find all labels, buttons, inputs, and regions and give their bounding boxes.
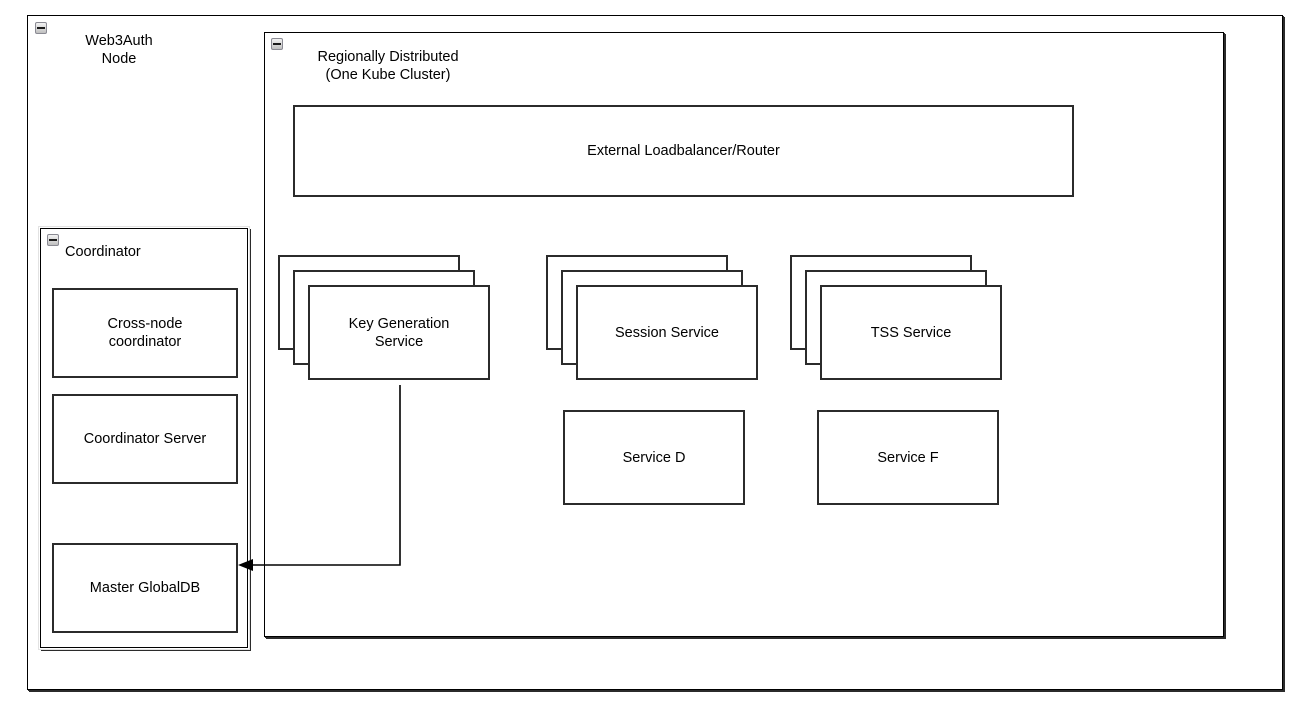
external-loadbalancer-router-box[interactable]: External Loadbalancer/Router	[293, 105, 1074, 197]
tss-service-box[interactable]: TSS Service	[820, 285, 1002, 380]
tss-service-stack[interactable]: TSS Service	[790, 255, 1002, 380]
minus-icon-web3auth-node[interactable]	[35, 22, 47, 34]
session-service-stack[interactable]: Session Service	[546, 255, 758, 380]
service-d-box[interactable]: Service D	[563, 410, 745, 505]
cluster-title: Regionally Distributed (One Kube Cluster…	[317, 49, 459, 83]
key-generation-service-stack[interactable]: Key Generation Service	[278, 255, 490, 380]
session-service-box[interactable]: Session Service	[576, 285, 758, 380]
service-f-box[interactable]: Service F	[817, 410, 999, 505]
minus-icon-cluster[interactable]	[271, 38, 283, 50]
web3auth-node-title: Web3Auth Node	[85, 33, 153, 67]
coordinator-title: Coordinator	[65, 244, 141, 260]
cross-node-coordinator-box[interactable]: Cross-node coordinator	[52, 288, 238, 378]
key-generation-service-box[interactable]: Key Generation Service	[308, 285, 490, 380]
coordinator-server-box[interactable]: Coordinator Server	[52, 394, 238, 484]
master-globaldb-box[interactable]: Master GlobalDB	[52, 543, 238, 633]
minus-icon-coordinator[interactable]	[47, 234, 59, 246]
